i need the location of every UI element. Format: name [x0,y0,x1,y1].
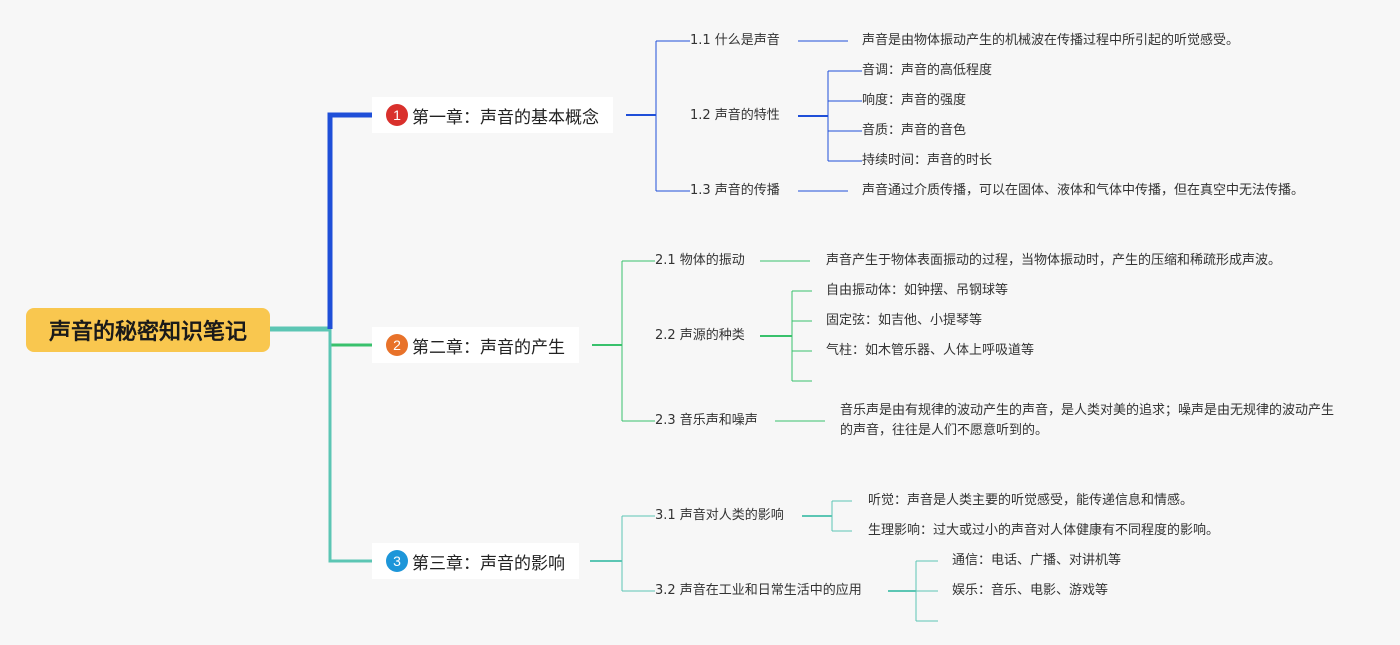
leaf-2-1-1[interactable]: 声音产生于物体表面振动的过程，当物体振动时，产生的压缩和稀疏形成声波。 [826,253,1282,268]
chapter-1-node[interactable]: 1 第一章：声音的基本概念 [372,97,613,133]
chapter-2-number-badge: 2 [386,334,408,356]
section-3-1[interactable]: 3.1 声音对人类的影响 [655,508,784,523]
chapter-3-number-badge: 3 [386,550,408,572]
section-3-2[interactable]: 3.2 声音在工业和日常生活中的应用 [655,583,862,598]
leaf-1-2-3[interactable]: 音质：声音的音色 [862,123,967,138]
leaf-3-1-2[interactable]: 生理影响：过大或过小的声音对人体健康有不同程度的影响。 [868,523,1220,538]
chapter-3-label: 第三章：声音的影响 [412,553,565,574]
leaf-2-3-1[interactable]: 音乐声是由有规律的波动产生的声音，是人类对美的追求；噪声是由无规律的波动产生的声… [840,403,1335,438]
section-1-2[interactable]: 1.2 声音的特性 [690,108,780,123]
chapter-1-number-badge: 1 [386,104,408,126]
chapter-2-node[interactable]: 2 第二章：声音的产生 [372,327,579,363]
leaf-2-2-3[interactable]: 气柱：如木管乐器、人体上呼吸道等 [826,343,1035,358]
section-1-1[interactable]: 1.1 什么是声音 [690,33,780,48]
root-node[interactable]: 声音的秘密知识笔记 [26,308,270,352]
root-title: 声音的秘密知识笔记 [48,320,247,345]
chapter-1-connector [327,112,372,329]
section-1-3[interactable]: 1.3 声音的传播 [690,183,780,198]
leaf-2-2-2[interactable]: 固定弦：如吉他、小提琴等 [826,313,983,328]
chapter-3-connector [328,329,372,563]
leaf-1-2-2[interactable]: 响度：声音的强度 [862,93,967,108]
leaf-1-3-1[interactable]: 声音通过介质传播，可以在固体、液体和气体中传播，但在真空中无法传播。 [862,183,1305,198]
leaf-2-2-1[interactable]: 自由振动体：如钟摆、吊钢球等 [826,283,1009,298]
leaf-3-2-2[interactable]: 娱乐：音乐、电影、游戏等 [952,583,1109,598]
leaf-3-1-1[interactable]: 听觉：声音是人类主要的听觉感受，能传递信息和情感。 [868,493,1194,508]
chapter-3-node[interactable]: 3 第三章：声音的影响 [372,543,579,579]
leaf-1-2-4[interactable]: 持续时间：声音的时长 [862,153,993,168]
leaf-3-2-1[interactable]: 通信：电话、广播、对讲机等 [952,553,1122,568]
section-2-2[interactable]: 2.2 声源的种类 [655,328,745,343]
section-2-1[interactable]: 2.1 物体的振动 [655,253,745,268]
leaf-1-2-1[interactable]: 音调：声音的高低程度 [862,63,993,78]
chapter-1-label: 第一章：声音的基本概念 [412,107,599,128]
chapter-2-label: 第二章：声音的产生 [412,337,565,358]
chapter-2-connector [328,329,372,347]
leaf-1-1-1[interactable]: 声音是由物体振动产生的机械波在传播过程中所引起的听觉感受。 [862,33,1240,48]
section-2-3[interactable]: 2.3 音乐声和噪声 [655,413,758,428]
